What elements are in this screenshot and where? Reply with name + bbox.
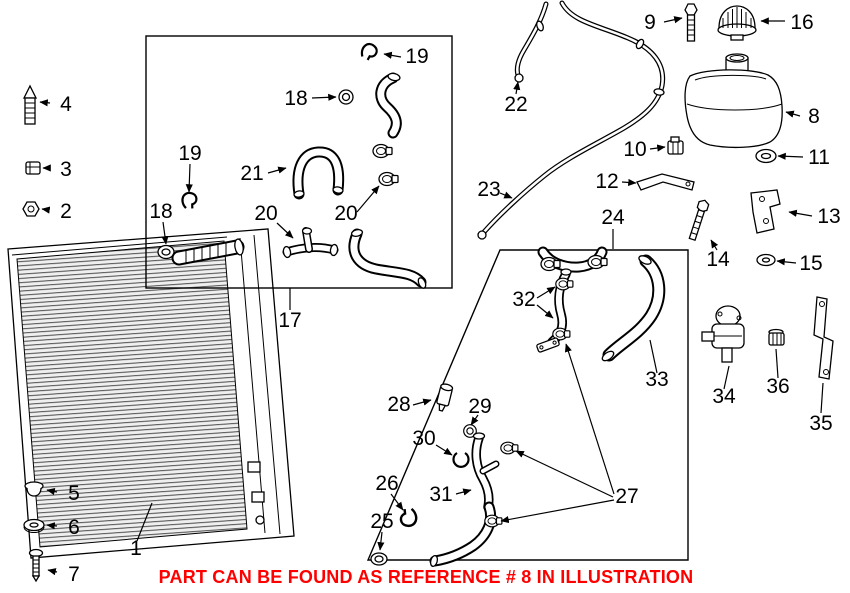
pipe-kit-box-24 [366, 229, 689, 568]
callout-33-28: 33 [645, 368, 668, 391]
radiator-drain [255, 515, 265, 525]
callout-14-25: 14 [706, 248, 730, 271]
radiator-port [251, 491, 265, 503]
callout-31-36: 31 [429, 483, 452, 506]
hose-clamp-icon [378, 171, 399, 187]
retaining-clip-icon [452, 452, 470, 468]
leader-lines-thermostat [723, 348, 824, 414]
washer-icon [23, 518, 45, 533]
hose-kit-box-17 [145, 35, 453, 310]
thermostat-group [701, 296, 834, 414]
o-ring-icon [338, 89, 354, 105]
callout-13-23: 13 [817, 205, 840, 228]
callout-32-27: 32 [512, 288, 535, 311]
callout-18-12: 18 [149, 200, 172, 223]
hook-clip-icon [359, 41, 380, 63]
hose-end-fitting [477, 230, 487, 240]
fastener-group-top-left [22, 84, 51, 217]
callout-3-1: 3 [60, 158, 72, 181]
clip-nut-icon [25, 161, 41, 175]
callout-7-5: 7 [68, 563, 80, 586]
callout-22-17: 22 [504, 93, 527, 116]
radiator-illustration [7, 228, 295, 559]
hose-end-fitting [514, 73, 524, 83]
callout-2-2: 2 [60, 200, 72, 223]
expansion-tank-icon [684, 53, 783, 149]
callout-35-31: 35 [809, 412, 832, 435]
callout-29-33: 29 [468, 395, 491, 418]
callout-21-11: 21 [240, 162, 263, 185]
plug-pin-icon [22, 84, 38, 125]
screw-icon [28, 548, 44, 583]
reservoir-group [649, 3, 804, 164]
o-ring-icon [370, 552, 388, 566]
corrugated-hose-ribs [185, 243, 227, 263]
callout-11-20: 11 [808, 146, 830, 169]
callout-23-22: 23 [477, 178, 500, 201]
callout-8-18: 8 [808, 105, 820, 128]
leader-lines-reservoir [649, 16, 804, 160]
callout-18-9: 18 [284, 87, 307, 110]
nut-icon [22, 201, 40, 217]
bracket-icon [750, 189, 781, 234]
leader-lines-box24 [377, 286, 658, 551]
callout-24-24: 24 [601, 206, 625, 229]
hook-clip-icon [396, 504, 420, 530]
callout-26-35: 26 [375, 472, 398, 495]
leader-lines-box17 [161, 51, 402, 245]
callout-28-32: 28 [387, 393, 410, 416]
bolt-icon [684, 3, 698, 42]
callout-20-13: 20 [254, 202, 277, 225]
callout-36-30: 36 [766, 375, 789, 398]
reference-note: PART CAN BE FOUND AS REFERENCE # 8 IN IL… [159, 567, 694, 587]
fastener-group-bottom-left [23, 481, 58, 583]
callout-9-15: 9 [644, 11, 656, 34]
bracket-group [621, 173, 813, 267]
callout-10-19: 10 [623, 138, 646, 161]
bracket-icon [636, 173, 695, 191]
reservoir-cap-icon [717, 5, 757, 41]
callout-12-21: 12 [595, 170, 618, 193]
callout-25-38: 25 [370, 510, 393, 533]
bushing-icon [768, 328, 785, 346]
sensor-icon [436, 383, 454, 412]
callout-30-34: 30 [412, 427, 435, 450]
strap-bracket-icon [813, 296, 834, 380]
overflow-hose-group [477, 0, 666, 240]
callout-16-16: 16 [790, 11, 813, 34]
bolt-icon [688, 199, 710, 242]
callout-19-10: 19 [178, 142, 201, 165]
radiator-port [247, 461, 261, 473]
retainer-clip-icon [667, 136, 684, 155]
callout-27-37: 27 [615, 485, 638, 508]
callout-4-0: 4 [60, 93, 72, 116]
callout-1-6: 1 [130, 537, 142, 560]
grommet-icon [755, 148, 777, 164]
callout-6-4: 6 [68, 516, 80, 539]
callout-15-26: 15 [799, 252, 822, 275]
callout-19-8: 19 [405, 45, 428, 68]
hose-clamp-icon [555, 277, 574, 291]
callout-5-3: 5 [68, 482, 80, 505]
hose-clamp-icon [372, 143, 393, 159]
callout-34-29: 34 [712, 385, 736, 408]
hose-clamp-icon [484, 514, 503, 528]
hook-clip-icon [179, 190, 200, 212]
callout-20-14: 20 [334, 202, 357, 225]
thermostat-housing-icon [701, 305, 745, 363]
grommet-icon [24, 481, 44, 497]
pipe-flange [536, 337, 560, 353]
hose-clamp-icon [500, 441, 519, 455]
grommet-icon [756, 253, 776, 267]
callout-17-7: 17 [278, 309, 301, 332]
o-ring-icon [157, 244, 175, 260]
leader-lines-brackets [621, 178, 813, 266]
